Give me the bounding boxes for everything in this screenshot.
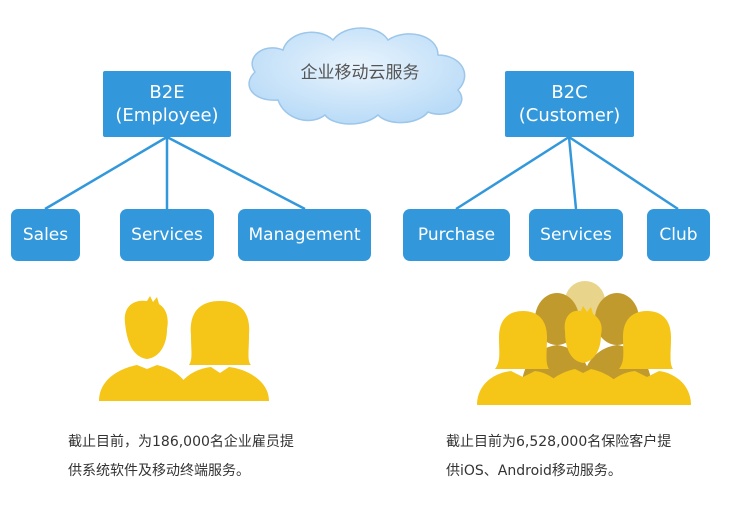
b2e-subtitle: (Employee) bbox=[115, 105, 219, 126]
cloud-label: 企业移动云服务 bbox=[300, 63, 420, 83]
b2c-caption-line2: 供iOS、Android移动服务。 bbox=[446, 463, 622, 479]
cloud-icon bbox=[248, 27, 466, 125]
b2c-box: B2C (Customer) bbox=[505, 71, 634, 137]
b2e-sales-box: Sales bbox=[11, 209, 80, 261]
b2e-box: B2E (Employee) bbox=[103, 71, 231, 137]
two-people-icon bbox=[99, 296, 269, 401]
b2c-title: B2C bbox=[551, 82, 588, 103]
b2e-title: B2E bbox=[149, 82, 185, 103]
b2e-management-box: Management bbox=[238, 209, 371, 261]
b2c-services-box: Services bbox=[529, 209, 623, 261]
b2e-services-box: Services bbox=[120, 209, 214, 261]
crowd-people-icon bbox=[477, 281, 691, 405]
b2e-caption: 截止目前，为186,000名企业雇员提 供系统软件及移动终端服务。 bbox=[68, 428, 294, 486]
b2c-club-box: Club bbox=[647, 209, 710, 261]
b2e-caption-line2: 供系统软件及移动终端服务。 bbox=[68, 463, 250, 479]
b2c-purchase-box: Purchase bbox=[403, 209, 510, 261]
b2c-caption: 截止目前为6,528,000名保险客户提 供iOS、Android移动服务。 bbox=[446, 428, 671, 486]
b2e-caption-line1: 截止目前，为186,000名企业雇员提 bbox=[68, 434, 294, 450]
b2c-subtitle: (Customer) bbox=[518, 105, 621, 126]
b2c-caption-line1: 截止目前为6,528,000名保险客户提 bbox=[446, 434, 672, 450]
